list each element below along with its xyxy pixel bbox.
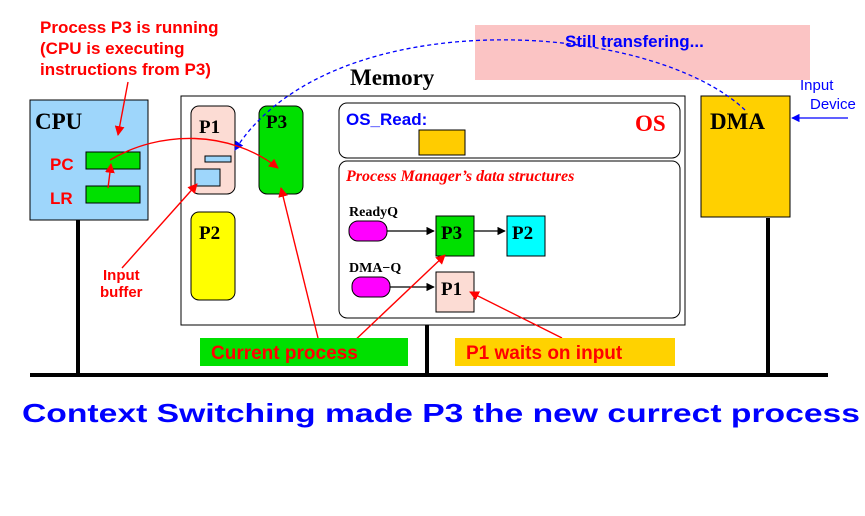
current-process-text: Current process [211, 343, 358, 364]
os-read-buffer [418, 129, 466, 156]
cpu-title: CPU [35, 109, 83, 134]
os-read-label: OS_Read: [346, 110, 427, 129]
p1-waits-arrow [469, 291, 563, 339]
p1-label: P1 [199, 117, 220, 138]
memory-title: Memory [350, 65, 435, 90]
os-label: OS [635, 111, 666, 136]
transfer-banner [475, 25, 810, 80]
dma-title: DMA [710, 109, 765, 134]
current-process-to-readyq-arrow [349, 254, 446, 346]
dmaq-node-p1-label: P1 [441, 279, 462, 300]
p3-running-note: Process P3 is running (CPU is executing … [40, 18, 223, 79]
readyq-node-p3 [435, 215, 475, 257]
input-device-line-1: Input [800, 77, 834, 94]
p3-running-line-3: instructions from P3) [40, 60, 211, 79]
input-buffer-line-1: Input [103, 267, 140, 284]
still-transfering-text: Still transfering... [565, 32, 704, 51]
current-process-badge [200, 338, 408, 366]
readyq-label: ReadyQ [349, 205, 398, 220]
p2-process [190, 211, 236, 301]
p3-running-arrow [114, 81, 129, 136]
lr-label: LR [50, 189, 73, 208]
dmaq-label: DMA−Q [349, 261, 401, 276]
lr-to-pc-arrow [105, 163, 115, 189]
p1-waits-text: P1 waits on input [466, 343, 623, 364]
readyq-head [348, 220, 388, 242]
pc-register [85, 151, 141, 170]
pm-title: Process Manager’s data structures [345, 168, 574, 185]
p3-running-line-1: Process P3 is running [40, 18, 219, 37]
p2-label: P2 [199, 223, 220, 244]
input-buffer-line-2: buffer [100, 284, 143, 301]
p1-waits-badge [455, 338, 675, 366]
dmaq-head [351, 276, 391, 298]
input-buffer-box [194, 168, 221, 187]
pc-to-p3-arrow [109, 137, 279, 169]
dma-box [700, 95, 791, 218]
input-device-line-2: Device [810, 96, 856, 113]
lr-register [85, 185, 141, 204]
input-buffer-arrow [121, 183, 198, 269]
readyq-node-p2 [506, 215, 546, 257]
caption: Context Switching made P3 the new currec… [22, 398, 860, 428]
readyq-node-p2-label: P2 [512, 223, 533, 244]
input-buffer-label: Input buffer [100, 267, 144, 301]
pc-label: PC [50, 155, 74, 174]
input-device-label: Input Device [800, 77, 856, 113]
p3-running-line-2: (CPU is executing [40, 39, 185, 58]
current-process-to-p3-arrow [278, 187, 319, 339]
dma-transfer-arrow [234, 39, 746, 151]
p3-label: P3 [266, 112, 287, 133]
readyq-node-p3-label: P3 [441, 223, 462, 244]
p1-marker [204, 155, 232, 163]
